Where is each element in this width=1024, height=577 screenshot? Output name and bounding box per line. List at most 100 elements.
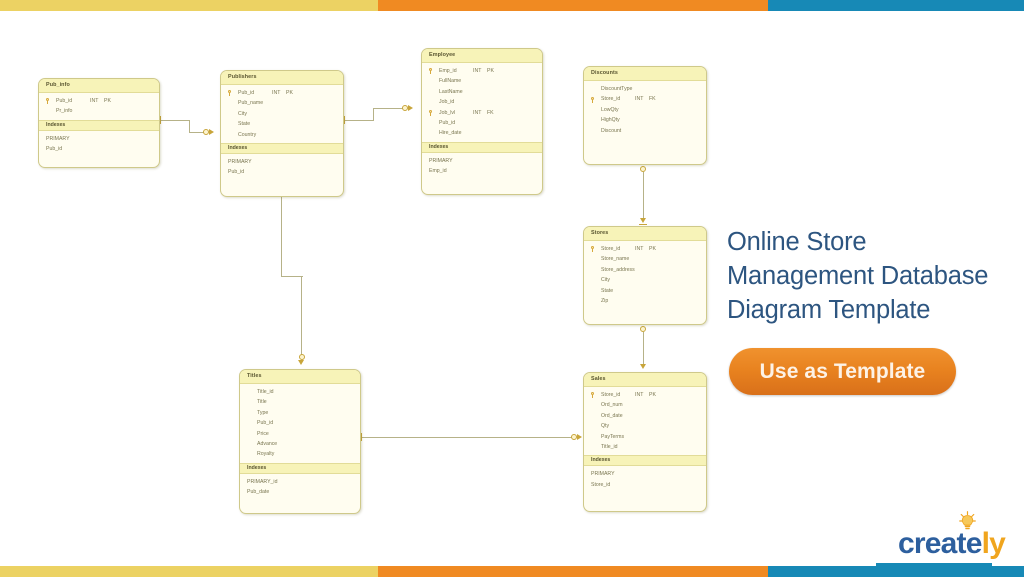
connector-zero-marker-titles bbox=[298, 354, 305, 360]
key-icon bbox=[46, 98, 49, 105]
connector-endpoint-publishers-right bbox=[344, 116, 346, 124]
erd-field-row: HighQty bbox=[584, 115, 706, 125]
connector-crowsfoot-employee-left bbox=[408, 104, 413, 111]
field-type: INT bbox=[473, 68, 482, 74]
field-constraint: FK bbox=[487, 109, 494, 116]
field-name: DiscountType bbox=[601, 86, 633, 92]
erd-field-row: State bbox=[584, 286, 706, 296]
erd-index-row: PRIMARY bbox=[228, 158, 252, 165]
field-name: Pub_name bbox=[238, 100, 264, 107]
field-name: Discount bbox=[601, 127, 622, 134]
erd-field-row: Discount bbox=[584, 126, 706, 136]
erd-field-row: Emp_id INT PK bbox=[422, 66, 542, 76]
connector-crowsfoot-titles-top bbox=[298, 360, 304, 365]
creately-logo[interactable]: creately bbox=[876, 511, 1018, 572]
erd-table-title: Sales bbox=[584, 373, 706, 387]
field-constraint: PK bbox=[487, 68, 494, 74]
field-constraint: PK bbox=[286, 90, 293, 96]
erd-index-row: Pub_date bbox=[247, 489, 270, 496]
erd-field-row: Title_id bbox=[240, 387, 360, 397]
field-name: Pub_id bbox=[56, 98, 73, 104]
headline-line-1: Online Store bbox=[727, 228, 867, 256]
erd-field-row: Store_name bbox=[584, 254, 706, 264]
erd-field-row: Store_address bbox=[584, 265, 706, 275]
erd-index-row: Pub_id bbox=[46, 146, 63, 153]
erd-field-row: Job_id bbox=[422, 97, 542, 107]
erd-field-row: PayTerms bbox=[584, 432, 706, 442]
bar-segment-blue-bottom bbox=[768, 566, 1024, 577]
field-name: Pub_id bbox=[238, 90, 255, 96]
field-name: Store_id bbox=[601, 392, 621, 398]
erd-field-row: Royalty bbox=[240, 449, 360, 459]
field-type: INT bbox=[635, 392, 644, 398]
bar-segment-orange bbox=[378, 0, 768, 11]
field-type: INT bbox=[635, 246, 644, 252]
connector-publishers-employee-seg4 bbox=[373, 107, 403, 109]
erd-field-row: Ord_date bbox=[584, 411, 706, 421]
erd-index-row: Store_id bbox=[591, 481, 611, 488]
field-name: Job_id bbox=[439, 99, 455, 106]
connector-zero-marker-discounts bbox=[640, 166, 646, 172]
erd-section-header: Indexes bbox=[221, 142, 343, 154]
erd-field-row: DiscountType bbox=[584, 84, 706, 94]
field-type: INT bbox=[635, 96, 644, 103]
connector-zero-marker-sales bbox=[571, 434, 577, 440]
field-name: LastName bbox=[439, 88, 463, 95]
field-name: Store_id bbox=[601, 96, 621, 103]
erd-field-row: Store_id INT PK bbox=[584, 390, 706, 400]
headline-line-3: Diagram Template bbox=[727, 296, 931, 324]
erd-field-row: Qty bbox=[584, 421, 706, 431]
key-icon bbox=[591, 96, 594, 103]
erd-field-row: Hire_date bbox=[422, 128, 542, 138]
promo-headline: Online Store Management Database Diagram… bbox=[727, 225, 1017, 327]
erd-field-row: State bbox=[221, 119, 343, 129]
use-as-template-button[interactable]: Use as Template bbox=[729, 348, 956, 395]
field-type: INT bbox=[90, 98, 99, 104]
logo-word-primary: create bbox=[898, 527, 982, 560]
erd-index-row: PRIMARY_id bbox=[247, 478, 278, 485]
field-name: Job_lvl bbox=[439, 109, 456, 116]
connector-crowsfoot-sales-left bbox=[577, 433, 582, 440]
connector-stores-sales-seg1 bbox=[642, 332, 644, 364]
field-constraint: PK bbox=[649, 392, 656, 398]
headline-line-2: Management Database bbox=[727, 262, 989, 290]
bulb-base-2 bbox=[965, 527, 970, 530]
connector-crowsfoot-sales-top bbox=[639, 364, 646, 369]
field-name: Emp_id bbox=[439, 68, 457, 74]
bar-segment-blue bbox=[768, 0, 1024, 11]
field-name: HighQty bbox=[601, 117, 620, 124]
erd-field-row: Title_id bbox=[584, 442, 706, 452]
top-color-bar bbox=[0, 0, 1024, 11]
field-name: Qty bbox=[601, 423, 610, 430]
connector-pubinfo-publishers-seg3 bbox=[189, 131, 204, 133]
erd-table-title: Discounts bbox=[584, 67, 706, 81]
field-name: Advance bbox=[257, 440, 278, 447]
bulb-glass bbox=[961, 515, 974, 526]
connector-pubinfo-publishers-seg2 bbox=[189, 119, 191, 133]
connector-zero-marker-employee bbox=[402, 105, 408, 111]
erd-field-row: Pr_info bbox=[39, 106, 159, 116]
erd-field-row: Advance bbox=[240, 439, 360, 449]
field-name: Store_id bbox=[601, 246, 621, 252]
erd-index-row: PRIMARY bbox=[46, 135, 70, 142]
field-name: Type bbox=[257, 409, 269, 416]
connector-pubinfo-publishers-seg1 bbox=[161, 119, 190, 121]
connector-titles-sales-seg1 bbox=[362, 436, 574, 438]
erd-table-title: Pub_info bbox=[39, 79, 159, 93]
